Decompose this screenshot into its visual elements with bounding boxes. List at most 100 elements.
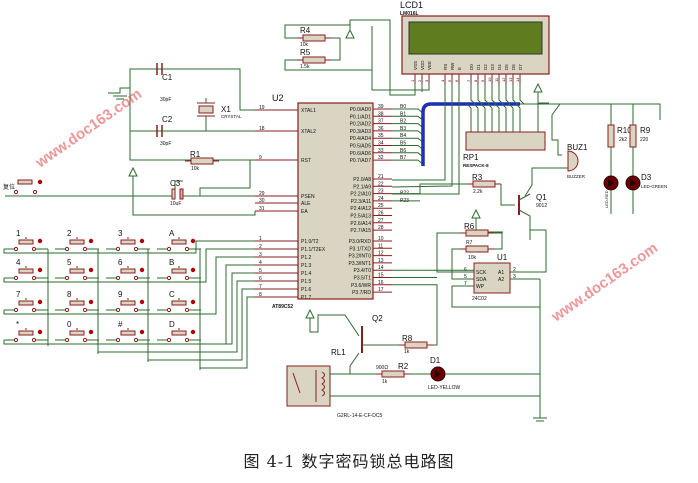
eeprom-pin-number: 3 [513, 274, 516, 280]
keypad-row-wire [3, 256, 255, 315]
button-dot [139, 329, 145, 335]
d3-value: LED-GREEN [641, 184, 667, 189]
keypad-button [69, 300, 85, 306]
contact [64, 246, 70, 252]
resistor-r9 [629, 124, 637, 148]
buz1-value: BUZZER [567, 174, 586, 179]
contact [13, 307, 19, 313]
mcu-pin-name: P2.0/A8 [353, 177, 371, 183]
bus-entry [392, 152, 424, 158]
wire [551, 103, 562, 156]
mcu-ref: U2 [272, 93, 284, 103]
eeprom-pin-number: 2 [513, 267, 516, 273]
lcd-bus-entry [491, 84, 497, 105]
eeprom-pin-number: 5 [464, 274, 467, 280]
wire [284, 59, 372, 71]
lcd-pin-name: E [457, 67, 462, 70]
mcu-pin-name: XTAL2 [301, 129, 316, 135]
wire [331, 37, 341, 61]
keypad-button [69, 239, 85, 245]
contact [13, 337, 19, 343]
mcu-pin-name: P3.5/T1 [353, 276, 371, 282]
mcu-pin-name: P1.5 [301, 279, 312, 285]
crystal-x1 [198, 105, 214, 114]
lcd-pin-name: RS [443, 64, 448, 70]
mcu-pin-number: 31 [259, 206, 265, 212]
button-dot [190, 299, 196, 305]
wire [518, 193, 531, 201]
lcd-pin-number: 9 [480, 79, 485, 82]
mcu-part: AT89C52 [272, 304, 293, 310]
resistor-r7 [465, 245, 489, 253]
keypad-button [18, 239, 34, 245]
c2-value: 30pF [160, 141, 171, 147]
lcd-pin-name: VDD [420, 60, 425, 70]
keypad-key-label: 2 [67, 229, 72, 238]
d1-ref: D1 [430, 356, 441, 365]
keypad-key-label: C [169, 290, 175, 299]
lcd-pin-number: 6 [454, 79, 459, 82]
mcu-body [297, 102, 374, 300]
lcd-pin-number: 1 [410, 79, 415, 82]
button-dot [37, 238, 43, 244]
mcu-pin-name: PSEN [301, 194, 315, 200]
r9-value: 220 [640, 137, 649, 143]
lcd-pin-name: D1 [476, 64, 481, 70]
mcu-pin-number: 9 [259, 155, 262, 161]
wire [391, 84, 453, 188]
wire [199, 188, 255, 197]
lcd-pin-name: D4 [497, 64, 502, 70]
lcd-ref: LCD1 [400, 0, 423, 10]
r7-ref: R7 [466, 240, 473, 246]
bus-entry [392, 123, 424, 128]
contact [31, 275, 37, 281]
mcu-pin-number: 15 [378, 273, 384, 279]
lcd-pin-number: 14 [515, 77, 520, 82]
wire [508, 103, 514, 109]
contact [115, 337, 121, 343]
lcd-pin-number: 3 [424, 79, 429, 82]
lcd-bus-entry [519, 84, 525, 105]
contact [13, 275, 19, 281]
button-dot [88, 329, 94, 335]
r5-ref: R5 [300, 48, 311, 57]
contact [64, 307, 70, 313]
keypad-col-wire [200, 296, 255, 369]
keypad-button [171, 300, 187, 306]
contact [32, 189, 38, 195]
keypad-button [69, 330, 85, 336]
r8-ref: R8 [402, 334, 413, 343]
lcd-pin-number: 11 [494, 77, 499, 82]
mcu-pin-name: P1.4 [301, 271, 312, 277]
d2-value: LED-RED [604, 190, 609, 208]
power-icon [305, 308, 315, 319]
contact [166, 307, 172, 313]
contact [64, 337, 70, 343]
r4-ref: R4 [300, 26, 311, 35]
mcu-pin-name: P3.4/T0 [353, 268, 371, 274]
eeprom-pin-name: WP [476, 284, 485, 290]
button-dot [139, 238, 145, 244]
mcu-pin-name: P0.2/AD2 [350, 122, 372, 128]
eeprom-pin-name: SCK [476, 270, 487, 276]
keypad-row-wire [3, 248, 255, 283]
keypad-button [69, 268, 85, 274]
keypad-button [18, 268, 34, 274]
d1-value: LED-YELLOW [428, 385, 461, 391]
power-icon [345, 28, 355, 39]
lcd-bus-entry [505, 84, 511, 105]
keypad-key-label: # [118, 320, 123, 329]
contact [133, 275, 139, 281]
mcu-pin-number: 14 [378, 265, 384, 271]
mcu-pin-name: P0.5/AD5 [350, 144, 372, 150]
lcd-pin-number: 4 [440, 79, 445, 82]
contact [115, 246, 121, 252]
contact [31, 246, 37, 252]
keypad-button [18, 300, 34, 306]
wire [466, 103, 472, 109]
wire [473, 103, 479, 109]
r9-ref: R9 [640, 126, 651, 135]
mcu-pin-name: P3.7/RD [352, 290, 371, 296]
mcu-pin-number: 34 [378, 141, 384, 147]
mcu-pin-name: P0.6/AD6 [350, 151, 372, 157]
